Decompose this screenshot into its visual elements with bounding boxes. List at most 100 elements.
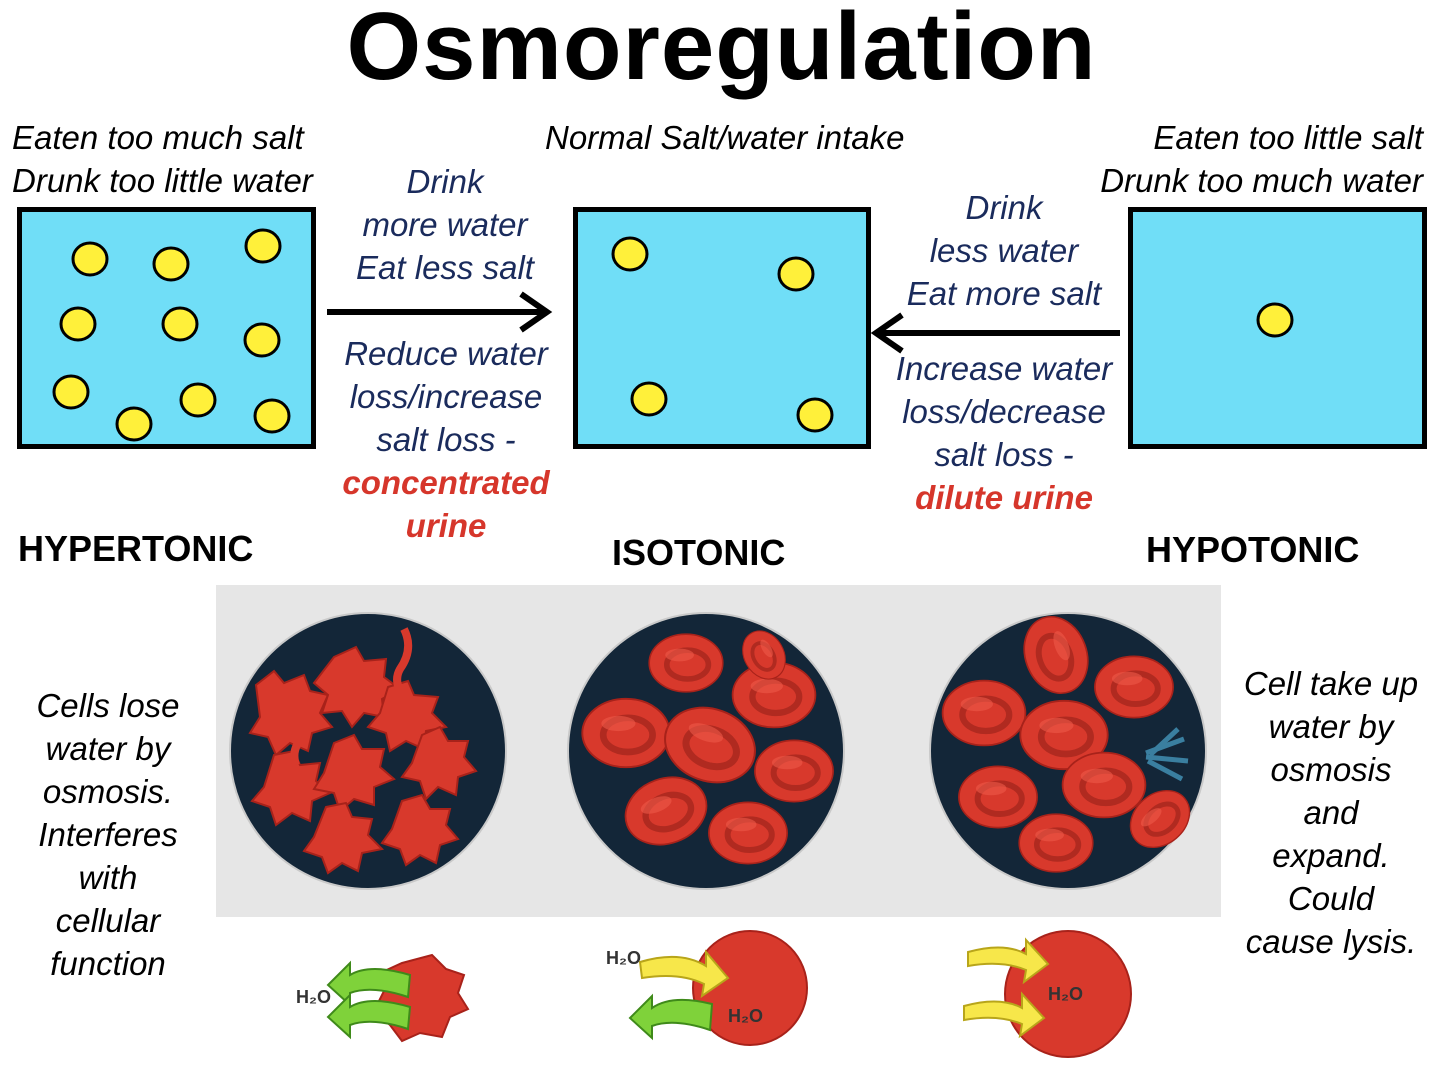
hypotonic-description-line: Could xyxy=(1287,880,1375,917)
hypotonic-description-line: osmosis xyxy=(1270,751,1392,788)
right-response: Increase water loss/decrease salt loss -… xyxy=(884,347,1124,519)
arrow-left-icon xyxy=(870,312,1120,354)
water-leaving-cell-icon: H₂O xyxy=(296,953,470,1043)
concentrated-urine-line-2: urine xyxy=(405,507,487,544)
left-condition-line-1: Eaten too much salt xyxy=(12,119,304,156)
page-title: Osmoregulation xyxy=(346,0,1097,100)
center-condition-line: Normal Salt/water intake xyxy=(545,119,905,156)
water-label: H₂O xyxy=(1048,984,1083,1004)
left-response: Reduce water loss/increase salt loss - c… xyxy=(330,332,562,547)
right-advice-line-2: less water xyxy=(929,232,1079,269)
water-label: H₂O xyxy=(296,987,331,1007)
crenated-cell xyxy=(380,793,460,867)
cell-tendril xyxy=(290,731,309,767)
crenated-cell xyxy=(250,749,332,827)
crenated-cell xyxy=(302,801,385,875)
hypertonic-label: HYPERTONIC xyxy=(18,528,254,569)
hypotonic-box xyxy=(1128,207,1427,449)
hypotonic-description: Cell take up water by osmosis and expand… xyxy=(1226,662,1436,963)
solute-particle xyxy=(630,381,668,417)
hypertonic-box xyxy=(17,207,316,449)
right-response-line-1: Increase water xyxy=(895,350,1113,387)
solute-particle xyxy=(243,322,281,358)
hypotonic-particles xyxy=(1256,302,1294,338)
solute-particle xyxy=(161,306,199,342)
arrow-right-icon xyxy=(327,291,553,333)
right-condition-line-1: Eaten too little salt xyxy=(1153,119,1423,156)
solute-particle xyxy=(152,246,190,282)
water-in-arrow-icon xyxy=(963,991,1046,1039)
swollen-red-blood-cell xyxy=(1063,753,1146,818)
right-response-line-2: loss/decrease xyxy=(902,393,1106,430)
water-entering-cell-icon: H₂O xyxy=(963,930,1132,1058)
water-out-arrow-icon xyxy=(326,992,412,1040)
hypotonic-dish xyxy=(929,608,1207,890)
crenated-cell xyxy=(312,733,396,813)
solute-particle xyxy=(611,236,649,272)
right-advice: Drink less water Eat more salt xyxy=(888,186,1120,315)
water-label: H₂O xyxy=(728,1006,763,1026)
isotonic-box xyxy=(573,207,871,449)
hypertonic-description-line: Cells lose xyxy=(36,687,180,724)
hypertonic-description-line: water by xyxy=(45,730,171,767)
water-label: H₂O xyxy=(606,948,641,968)
left-condition-line-2: Drunk too little water xyxy=(12,162,313,199)
water-out-arrow-icon xyxy=(326,960,412,1008)
water-in-arrow-icon xyxy=(638,949,730,999)
swollen-red-blood-cell xyxy=(959,766,1037,827)
swollen-red-blood-cell xyxy=(1095,656,1173,717)
solute-particle xyxy=(52,374,90,410)
crenated-cell xyxy=(400,725,478,801)
solute-particle xyxy=(71,241,109,277)
hypotonic-label: HYPOTONIC xyxy=(1146,529,1360,570)
hypotonic-description-line: water by xyxy=(1268,708,1394,745)
red-blood-cell xyxy=(582,699,669,767)
right-advice-line-1: Drink xyxy=(965,189,1043,226)
hypertonic-description-line: with xyxy=(78,859,138,896)
cell-tendril xyxy=(393,627,413,702)
hypertonic-description-line: Interferes xyxy=(38,816,178,853)
blood-cell-dishes xyxy=(229,585,1207,890)
isotonic-particles xyxy=(611,236,834,433)
right-response-line-3: salt loss - xyxy=(934,436,1074,473)
hypertonic-description: Cells lose water by osmosis. Interferes … xyxy=(8,684,208,985)
red-blood-cell xyxy=(709,802,787,863)
water-out-arrow-icon xyxy=(628,993,714,1041)
red-blood-cell xyxy=(649,634,723,692)
hypotonic-description-line: expand. xyxy=(1272,837,1390,874)
right-condition: Eaten too little salt Drunk too much wat… xyxy=(1100,116,1423,202)
solute-particle xyxy=(253,398,291,434)
solute-particle xyxy=(777,256,815,292)
left-advice-line-2: more water xyxy=(362,206,528,243)
crenated-cell-icon xyxy=(372,953,470,1043)
cell-icon xyxy=(692,930,808,1046)
isotonic-dish xyxy=(567,612,845,890)
solute-particle xyxy=(796,397,834,433)
hypertonic-description-line: function xyxy=(50,945,166,982)
left-response-line-1: Reduce water xyxy=(344,335,548,372)
water-balanced-cell-icon: H₂O H₂O xyxy=(606,930,808,1046)
crenated-cell xyxy=(248,669,334,757)
hypotonic-description-line: Cell take up xyxy=(1243,665,1419,702)
hypotonic-description-line: and xyxy=(1303,794,1359,831)
solute-particle xyxy=(179,382,217,418)
center-condition: Normal Salt/water intake xyxy=(545,116,904,159)
solute-particle xyxy=(1256,302,1294,338)
concentrated-urine-line-1: concentrated xyxy=(342,464,550,501)
red-blood-cell xyxy=(755,740,833,801)
dilute-urine: dilute urine xyxy=(915,479,1093,516)
left-response-line-3: salt loss - xyxy=(376,421,516,458)
left-response-line-2: loss/increase xyxy=(349,378,543,415)
solute-particle xyxy=(115,406,153,442)
swollen-red-blood-cell xyxy=(1019,814,1093,872)
left-advice-line-3: Eat less salt xyxy=(356,249,534,286)
water-in-arrow-icon xyxy=(967,937,1050,985)
hypertonic-description-line: osmosis. xyxy=(42,773,174,810)
solute-particle xyxy=(59,306,97,342)
isotonic-label: ISOTONIC xyxy=(612,532,786,573)
blood-cell-panel xyxy=(216,585,1221,917)
right-condition-line-2: Drunk too much water xyxy=(1100,162,1423,199)
lysed-cell-fragment xyxy=(1145,727,1189,782)
hypertonic-dish xyxy=(229,612,507,890)
hypertonic-particles xyxy=(52,228,291,442)
